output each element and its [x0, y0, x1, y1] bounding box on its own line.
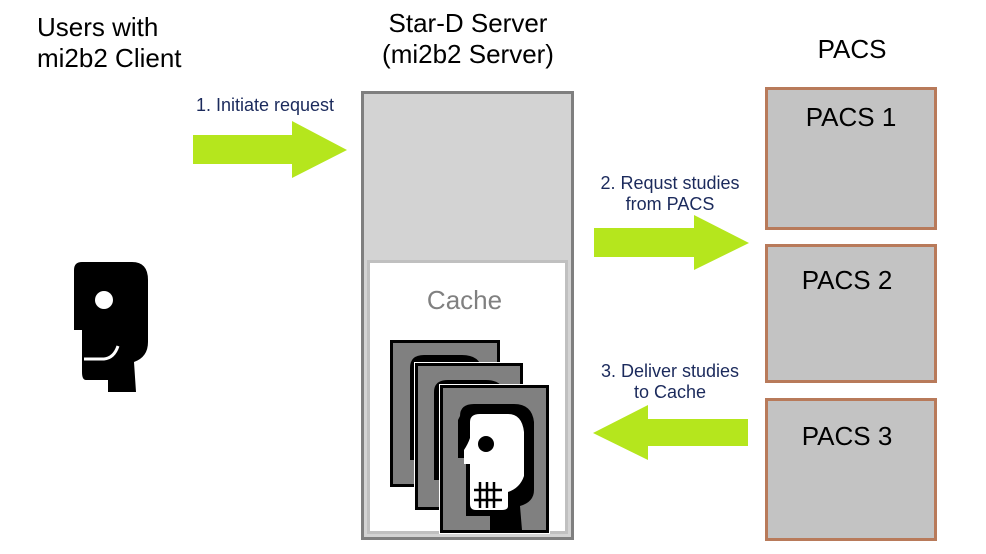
step-3-label-line2: to Cache: [633, 382, 707, 402]
pacs-node-1: PACS 1: [765, 87, 937, 230]
step-3-label-line1: 3. Deliver studies: [600, 361, 740, 381]
pacs-node-3: PACS 3: [765, 398, 937, 541]
pacs-node-2: PACS 2: [765, 244, 937, 383]
server-title-line1: Star-D Server: [388, 8, 548, 38]
users-title: Users with mi2b2 Client: [37, 12, 182, 74]
users-title-line1: Users with: [37, 12, 159, 42]
cache-label: Cache: [426, 285, 503, 315]
step-1-label-line1: 1. Initiate request: [195, 95, 335, 115]
step-2-label-line1: 2. Requst studies: [600, 173, 740, 193]
user-head-icon: [74, 262, 148, 392]
arrow-right-icon: [594, 215, 749, 270]
xray-card-front: [439, 384, 550, 534]
arrow-left-icon: [593, 405, 748, 460]
server-title: Star-D Server (mi2b2 Server): [362, 8, 574, 70]
step-2-label-line2: from PACS: [625, 194, 715, 214]
step-1-label: 1. Initiate request: [180, 95, 350, 116]
pacs-node-1-label: PACS 1: [805, 102, 897, 132]
arrow-right-icon: [193, 121, 347, 178]
pacs-node-3-label: PACS 3: [801, 421, 893, 451]
pacs-title: PACS: [817, 34, 887, 64]
users-title-line2: mi2b2 Client: [37, 43, 182, 73]
xray-images-stack-icon: [390, 340, 550, 534]
step-3-label: 3. Deliver studies to Cache: [582, 361, 758, 403]
server-title-line2: (mi2b2 Server): [382, 39, 554, 69]
pacs-node-2-label: PACS 2: [801, 265, 893, 295]
step-2-label: 2. Requst studies from PACS: [582, 173, 758, 215]
